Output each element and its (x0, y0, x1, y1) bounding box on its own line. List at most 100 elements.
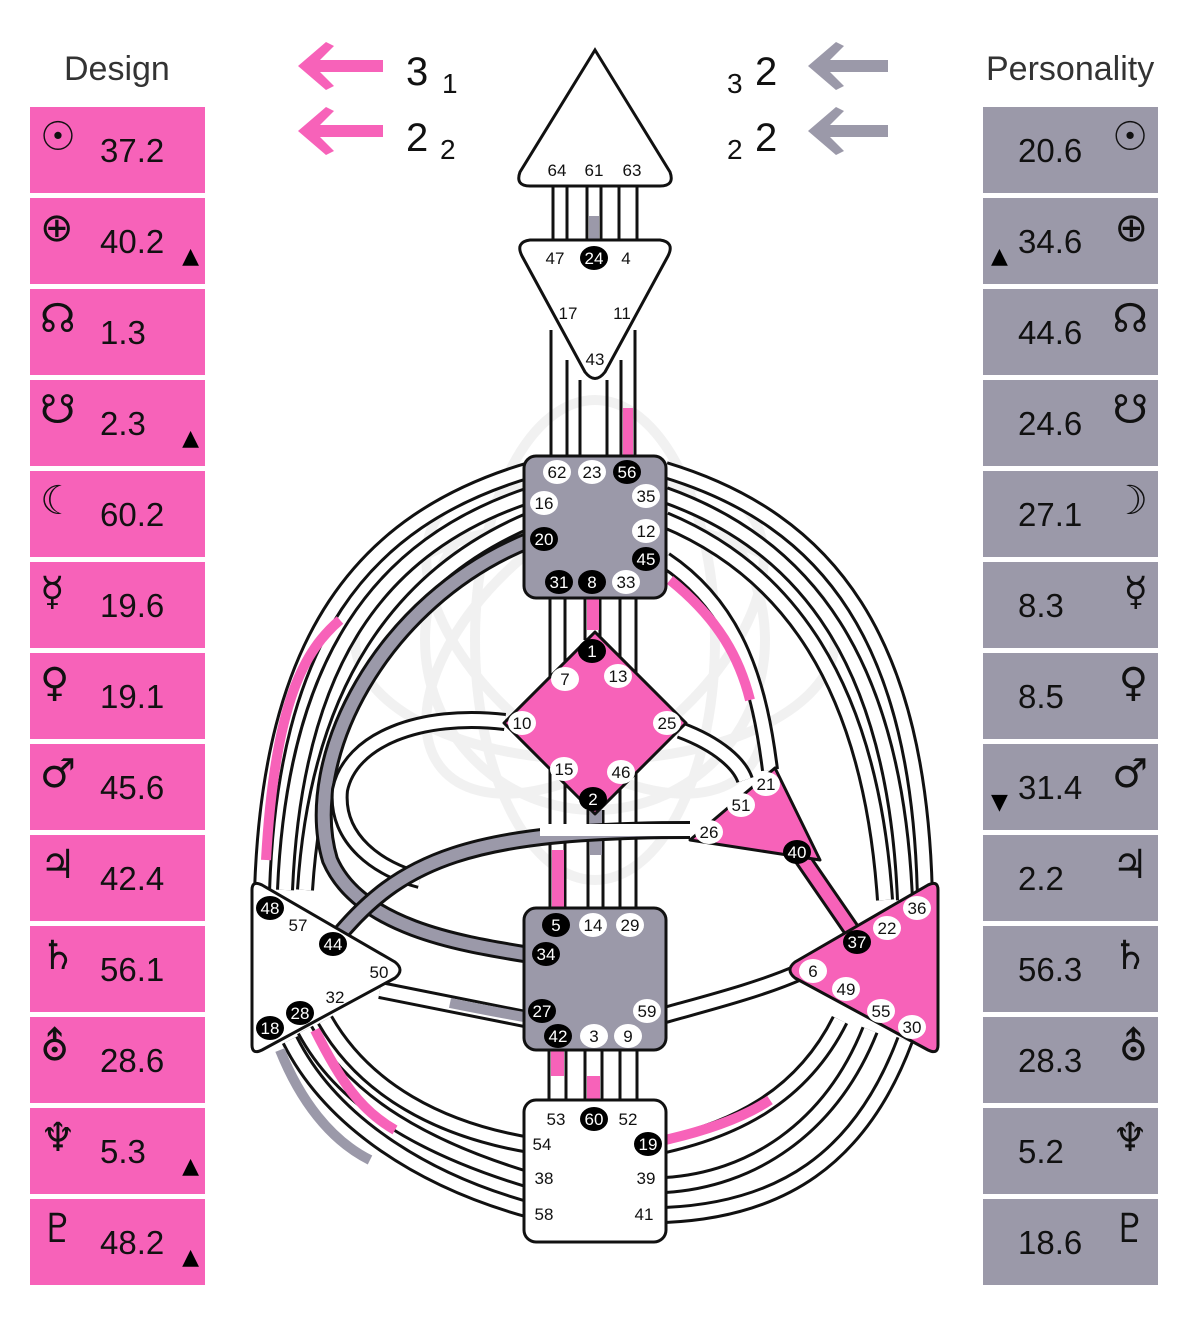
gate-number: 60 (585, 1110, 604, 1129)
gate-46[interactable]: 46 (607, 760, 635, 784)
gate-number: 35 (637, 487, 656, 506)
gate-57[interactable]: 57 (289, 916, 308, 935)
design-row-jupiter[interactable]: ♃42.4 (30, 835, 205, 921)
gate-37[interactable]: 37 (843, 930, 871, 954)
gate-17[interactable]: 17 (559, 304, 578, 323)
gate-15[interactable]: 15 (550, 757, 578, 781)
gate-7[interactable]: 7 (551, 667, 579, 691)
gate-4[interactable]: 4 (621, 249, 630, 268)
gate-38[interactable]: 38 (535, 1169, 554, 1188)
design-row-uranus[interactable]: ⛢28.6 (30, 1017, 205, 1103)
design-row-saturn[interactable]: ♄56.1 (30, 926, 205, 1012)
gate-30[interactable]: 30 (898, 1015, 926, 1039)
design-row-venus[interactable]: ♀19.1 (30, 653, 205, 739)
gate-27[interactable]: 27 (528, 999, 556, 1023)
gate-23[interactable]: 23 (578, 460, 606, 484)
personality-row-venus[interactable]: ♀8.5 (983, 653, 1158, 739)
personality-row-north-node[interactable]: ☊44.6 (983, 289, 1158, 375)
design-row-south-node[interactable]: ☋2.3▲ (30, 380, 205, 466)
gate-43[interactable]: 43 (586, 350, 605, 369)
gate-2[interactable]: 2 (579, 787, 607, 811)
design-row-pluto[interactable]: ♇48.2▲ (30, 1199, 205, 1285)
gate-18[interactable]: 18 (256, 1016, 284, 1040)
design-row-moon[interactable]: ☾60.2 (30, 471, 205, 557)
gate-16[interactable]: 16 (530, 491, 558, 515)
gate-45[interactable]: 45 (632, 547, 660, 571)
gate-22[interactable]: 22 (873, 916, 901, 940)
gate-48[interactable]: 48 (256, 896, 284, 920)
gate-47[interactable]: 47 (546, 249, 565, 268)
gate-51[interactable]: 51 (727, 793, 755, 817)
gate-52[interactable]: 52 (619, 1110, 638, 1129)
gate-31[interactable]: 31 (545, 570, 573, 594)
personality-row-mercury[interactable]: ☿8.3 (983, 562, 1158, 648)
gate-5[interactable]: 5 (542, 913, 570, 937)
design-row-mercury[interactable]: ☿19.6 (30, 562, 205, 648)
gate-58[interactable]: 58 (535, 1205, 554, 1224)
gate-44[interactable]: 44 (319, 932, 347, 956)
gate-54[interactable]: 54 (533, 1135, 552, 1154)
gate-64[interactable]: 64 (548, 161, 567, 180)
gate-number: 31 (550, 573, 569, 592)
gate-60[interactable]: 60 (580, 1107, 608, 1131)
gate-11[interactable]: 11 (613, 304, 631, 323)
gate-56[interactable]: 56 (613, 460, 641, 484)
gate-49[interactable]: 49 (832, 977, 860, 1001)
design-row-earth[interactable]: ⊕40.2▲ (30, 198, 205, 284)
gate-59[interactable]: 59 (633, 999, 661, 1023)
gate-40[interactable]: 40 (783, 840, 811, 864)
gate-28[interactable]: 28 (286, 1001, 314, 1025)
gate-number: 44 (324, 935, 343, 954)
gate-33[interactable]: 33 (612, 570, 640, 594)
gate-41[interactable]: 41 (635, 1205, 654, 1224)
design-activation-value: 45.6 (100, 769, 165, 806)
personality-activation-value: 18.6 (1018, 1224, 1083, 1261)
gate-8[interactable]: 8 (578, 570, 606, 594)
personality-row-mars[interactable]: ♂31.4▼ (983, 744, 1158, 830)
gate-42[interactable]: 42 (544, 1024, 572, 1048)
gate-62[interactable]: 62 (543, 460, 571, 484)
design-row-neptune[interactable]: ♆5.3▲ (30, 1108, 205, 1194)
design-row-sun[interactable]: ☉37.2 (30, 107, 205, 193)
gate-3[interactable]: 3 (580, 1024, 608, 1048)
gate-1[interactable]: 1 (578, 639, 606, 663)
gate-9[interactable]: 9 (614, 1024, 642, 1048)
gate-21[interactable]: 21 (752, 772, 780, 796)
gate-39[interactable]: 39 (637, 1169, 656, 1188)
gate-20[interactable]: 20 (530, 527, 558, 551)
channel-head-ajna (546, 186, 646, 242)
gate-29[interactable]: 29 (616, 913, 644, 937)
gate-10[interactable]: 10 (508, 711, 536, 735)
personality-row-south-node[interactable]: ☋24.6 (983, 380, 1158, 466)
personality-row-moon[interactable]: ☽27.1 (983, 471, 1158, 557)
design-bottom-variable: 2 (406, 116, 429, 160)
gate-13[interactable]: 13 (604, 664, 632, 688)
gate-53[interactable]: 53 (547, 1110, 566, 1129)
gate-50[interactable]: 50 (370, 963, 389, 982)
gate-25[interactable]: 25 (653, 711, 681, 735)
gate-12[interactable]: 12 (632, 519, 660, 543)
personality-row-sun[interactable]: ☉20.6 (983, 107, 1158, 193)
gate-34[interactable]: 34 (532, 942, 560, 966)
gate-6[interactable]: 6 (799, 959, 827, 983)
personality-row-saturn[interactable]: ♄56.3 (983, 926, 1158, 1012)
personality-row-earth[interactable]: ⊕34.6▲ (983, 198, 1158, 284)
gate-55[interactable]: 55 (867, 999, 895, 1023)
gate-36[interactable]: 36 (903, 896, 931, 920)
design-row-mars[interactable]: ♂45.6 (30, 744, 205, 830)
gate-26[interactable]: 26 (695, 820, 723, 844)
design-row-north-node[interactable]: ☊1.3 (30, 289, 205, 375)
gate-61[interactable]: 61 (585, 161, 604, 180)
personality-row-neptune[interactable]: ♆5.2 (983, 1108, 1158, 1194)
personality-row-jupiter[interactable]: ♃2.2 (983, 835, 1158, 921)
personality-row-uranus[interactable]: ⛢28.3 (983, 1017, 1158, 1103)
gate-14[interactable]: 14 (579, 913, 607, 937)
personality-row-pluto[interactable]: ♇18.6 (983, 1199, 1158, 1285)
gate-63[interactable]: 63 (623, 161, 642, 180)
gate-number: 3 (589, 1027, 598, 1046)
gate-24[interactable]: 24 (580, 246, 608, 270)
gate-number: 1 (587, 642, 596, 661)
gate-35[interactable]: 35 (632, 484, 660, 508)
gate-32[interactable]: 32 (326, 988, 345, 1007)
gate-19[interactable]: 19 (634, 1132, 662, 1156)
